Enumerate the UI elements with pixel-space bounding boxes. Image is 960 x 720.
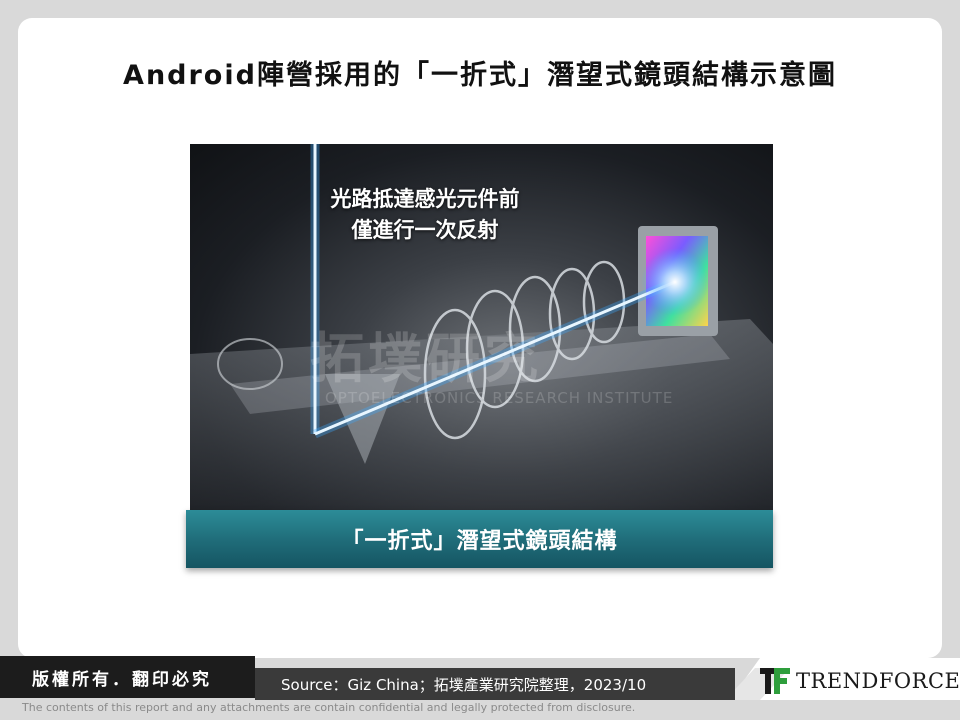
- annotation-line-1: 光路抵達感光元件前: [330, 187, 520, 211]
- periscope-lens-image: 拓墣研究 OPTOELECTRONICS RESEARCH INSTITUTE …: [190, 144, 773, 516]
- housing-shape: [190, 319, 773, 516]
- trendforce-logo-text: TRENDFORCE: [796, 669, 960, 693]
- source-citation: Source：Giz China；拓墣產業研究院整理，2023/10: [255, 668, 735, 700]
- lens-illustration: [190, 144, 773, 516]
- trendforce-logo-icon: [760, 668, 790, 694]
- watermark-text: 拓墣研究: [310, 327, 542, 390]
- slide-title: Android陣營採用的「一折式」潛望式鏡頭結構示意圖: [123, 60, 837, 91]
- trendforce-logo: TRENDFORCE: [760, 664, 960, 698]
- copyright-notice: 版權所有．翻印必究: [0, 656, 255, 698]
- light-flare: [641, 248, 709, 316]
- confidentiality-disclaimer: The contents of this report and any atta…: [22, 701, 636, 714]
- prism: [325, 374, 400, 464]
- watermark-subtext: OPTOELECTRONICS RESEARCH INSTITUTE: [325, 389, 674, 407]
- figure-caption: 「一折式」潛望式鏡頭結構: [186, 510, 773, 568]
- annotation-line-2: 僅進行一次反射: [351, 218, 499, 242]
- reflection-annotation: 光路抵達感光元件前 僅進行一次反射: [295, 184, 555, 246]
